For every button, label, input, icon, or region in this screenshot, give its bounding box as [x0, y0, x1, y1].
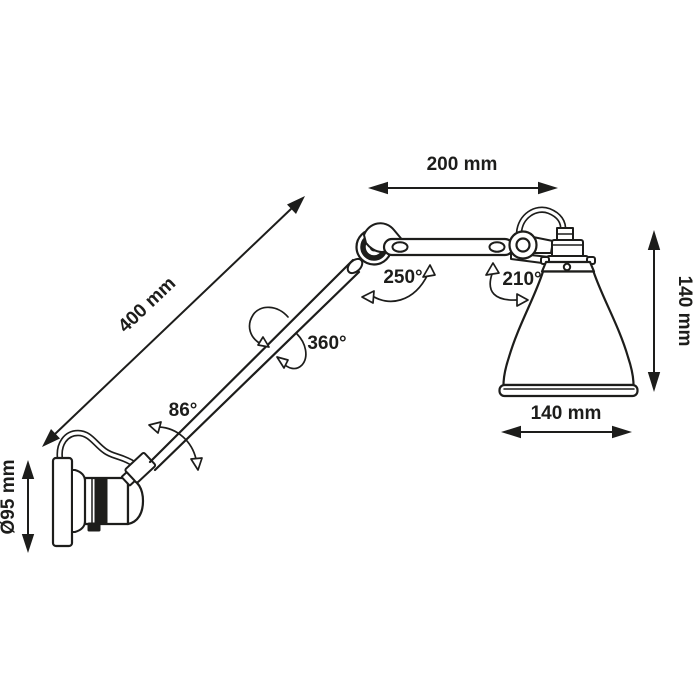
angle-head-label: 210° — [502, 269, 541, 290]
dim-shade-diameter-label: 140 mm — [531, 403, 602, 424]
upper-arm-eye-right — [488, 241, 506, 253]
dim-shade-height-label: 140 mm — [674, 276, 695, 347]
open-arrowhead-down-icon — [190, 457, 203, 471]
arrowhead-right-icon — [538, 181, 558, 195]
angle-arc — [158, 426, 197, 460]
dim-line — [54, 207, 293, 435]
arrowhead-left-icon — [368, 181, 388, 195]
arrowhead-up-icon — [21, 460, 35, 479]
arrowhead-bottom-icon — [42, 429, 60, 447]
rotation-ellipse-upper — [248, 306, 289, 345]
dim-lower-arm-label: 400 mm — [114, 273, 180, 337]
dim-base-diameter-label: Ø95 mm — [0, 460, 19, 535]
open-arrowhead-up-icon — [422, 264, 436, 278]
arrowhead-up-icon — [647, 230, 661, 250]
switch-knob — [87, 522, 101, 532]
upper-arm-eye-left — [391, 241, 409, 253]
socket-neck — [551, 239, 584, 258]
angle-arm-axial-rotation: 360° — [248, 306, 347, 370]
dim-shade-height: 140 mm — [647, 230, 695, 392]
upper-arm — [382, 237, 515, 257]
shade-rim — [498, 383, 639, 398]
open-arrowhead-left-icon — [148, 421, 162, 434]
lower-arm-rod-bottom — [153, 270, 361, 472]
open-arrowhead-ccw-icon — [276, 356, 289, 369]
angle-arc — [489, 273, 518, 301]
rotation-ellipse-lower — [281, 333, 307, 370]
lower-arm-rod-top — [148, 258, 355, 464]
dim-shade-diameter: 140 mm — [501, 403, 632, 439]
angle-elbow-rotation: 250° — [361, 264, 436, 304]
open-arrowhead-up-icon — [485, 262, 500, 276]
dim-upper-arm-label: 200 mm — [427, 154, 498, 175]
angle-base-pivot-label: 86° — [169, 400, 198, 421]
arrowhead-left-icon — [501, 425, 521, 439]
dim-base-diameter: Ø95 mm — [0, 460, 35, 553]
lampshade — [498, 256, 639, 398]
angle-axial-label: 360° — [307, 333, 346, 354]
open-arrowhead-cw-icon — [257, 336, 270, 348]
wall-plate — [51, 456, 74, 548]
arrowhead-right-icon — [612, 425, 632, 439]
arrowhead-down-icon — [21, 534, 35, 553]
socket-band — [94, 478, 108, 524]
lower-arm — [120, 257, 364, 487]
arrowhead-down-icon — [647, 372, 661, 392]
angle-base-pivot: 86° — [148, 400, 203, 471]
open-arrowhead-right-icon — [516, 293, 529, 307]
head-ring-inner — [515, 237, 531, 253]
arrowhead-top-icon — [287, 196, 305, 214]
wall-mount — [51, 429, 145, 548]
open-arrowhead-left-icon — [361, 290, 375, 304]
base-disc-edge — [71, 469, 86, 533]
angle-head-rotation: 210° — [485, 262, 542, 307]
angle-elbow-label: 250° — [383, 267, 422, 288]
angle-arc — [370, 273, 429, 303]
dim-upper-arm: 200 mm — [368, 154, 558, 195]
